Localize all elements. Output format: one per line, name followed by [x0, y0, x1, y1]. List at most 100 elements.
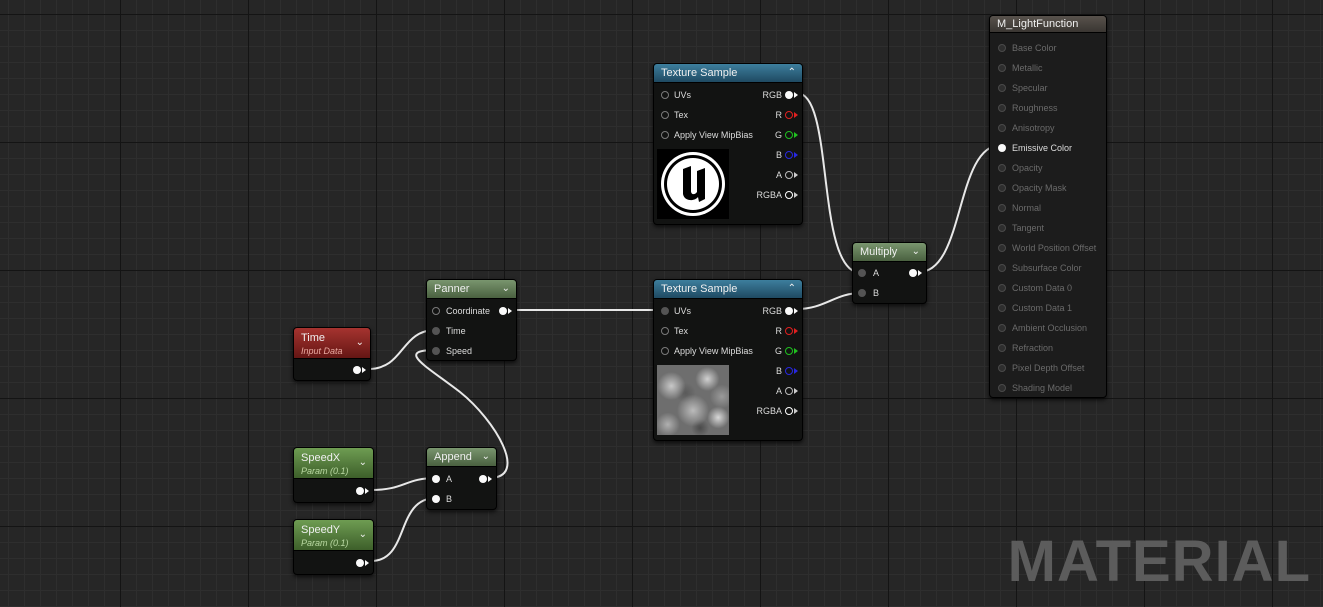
coordinate-input-pin[interactable]: [432, 307, 440, 315]
tex-label: Tex: [674, 110, 689, 120]
r-output-pin[interactable]: [785, 327, 793, 335]
result-output-pin[interactable]: [909, 269, 917, 277]
material-input-label: Opacity: [1012, 163, 1043, 173]
uvs-label: UVs: [674, 90, 692, 100]
pin-arrow-icon: [794, 388, 798, 394]
node-header[interactable]: Panner ⌄: [427, 280, 516, 299]
result-output-pin[interactable]: [479, 475, 487, 483]
collapse-chevron-icon[interactable]: ⌄: [358, 457, 367, 468]
material-input-label: Refraction: [1012, 343, 1054, 353]
speedx-param-node[interactable]: SpeedX Param (0.1) ⌄: [293, 447, 374, 503]
material-input-pin[interactable]: [998, 384, 1006, 392]
value-output-pin[interactable]: [356, 559, 364, 567]
material-input-pin[interactable]: [998, 324, 1006, 332]
g-output-label: G: [774, 130, 782, 140]
append-node[interactable]: Append ⌄ A B: [426, 447, 497, 510]
material-input-pin[interactable]: [998, 124, 1006, 132]
material-input-pin[interactable]: [998, 224, 1006, 232]
material-watermark: MATERIAL: [1007, 529, 1311, 594]
node-header[interactable]: SpeedX Param (0.1) ⌄: [294, 448, 373, 479]
texture-sample-node-2[interactable]: Texture Sample ⌃ UVs Tex Apply View MipB…: [653, 279, 803, 441]
a-input-pin[interactable]: [858, 269, 866, 277]
material-input-pin[interactable]: [998, 284, 1006, 292]
mipbias-label: Apply View MipBias: [674, 346, 753, 356]
material-input-label: Pixel Depth Offset: [1012, 363, 1085, 373]
time-output-pin[interactable]: [353, 366, 361, 374]
texture-preview-thumbnail: [657, 149, 729, 219]
rgb-output-pin[interactable]: [785, 91, 793, 99]
b-output-pin[interactable]: [785, 151, 793, 159]
cloud-noise-icon: [657, 365, 729, 435]
pin-arrow-icon: [794, 92, 798, 98]
speed-input-pin[interactable]: [432, 347, 440, 355]
pin-arrow-icon: [794, 132, 798, 138]
collapse-chevron-icon[interactable]: ⌃: [787, 67, 796, 78]
material-input-pin[interactable]: [998, 364, 1006, 372]
collapse-chevron-icon[interactable]: ⌃: [787, 283, 796, 294]
pin-arrow-icon: [794, 192, 798, 198]
a-input-pin[interactable]: [432, 475, 440, 483]
time-node[interactable]: Time Input Data ⌄: [293, 327, 371, 381]
node-header[interactable]: Texture Sample ⌃: [654, 64, 802, 83]
material-input-pin[interactable]: [998, 244, 1006, 252]
collapse-chevron-icon[interactable]: ⌄: [355, 337, 364, 348]
material-input-pin[interactable]: [998, 184, 1006, 192]
unreal-logo-icon: [661, 152, 725, 216]
b-input-pin[interactable]: [432, 495, 440, 503]
node-subtitle: Param (0.1): [301, 538, 349, 548]
rgba-output-pin[interactable]: [785, 407, 793, 415]
g-output-pin[interactable]: [785, 131, 793, 139]
material-input-pin[interactable]: [998, 164, 1006, 172]
collapse-chevron-icon[interactable]: ⌄: [501, 283, 510, 294]
speedy-param-node[interactable]: SpeedY Param (0.1) ⌄: [293, 519, 374, 575]
pin-arrow-icon: [365, 560, 369, 566]
pin-arrow-icon: [918, 270, 922, 276]
r-output-pin[interactable]: [785, 111, 793, 119]
material-input-pin[interactable]: [998, 264, 1006, 272]
texture-sample-node-1[interactable]: Texture Sample ⌃ UVs Tex Apply View MipB…: [653, 63, 803, 225]
b-input-pin[interactable]: [858, 289, 866, 297]
rgb-output-pin[interactable]: [785, 307, 793, 315]
uvs-input-pin[interactable]: [661, 307, 669, 315]
a-output-label: A: [775, 170, 782, 180]
a-output-pin[interactable]: [785, 171, 793, 179]
g-output-pin[interactable]: [785, 347, 793, 355]
material-input-pin[interactable]: [998, 64, 1006, 72]
material-input-pin[interactable]: [998, 304, 1006, 312]
material-input-pin[interactable]: [998, 144, 1006, 152]
rgba-output-pin[interactable]: [785, 191, 793, 199]
coordinate-label: Coordinate: [446, 306, 491, 316]
collapse-chevron-icon[interactable]: ⌄: [358, 529, 367, 540]
node-title: Texture Sample: [661, 283, 738, 295]
node-header[interactable]: Multiply ⌄: [853, 243, 926, 262]
b-output-pin[interactable]: [785, 367, 793, 375]
node-header[interactable]: Append ⌄: [427, 448, 496, 467]
result-output-pin[interactable]: [499, 307, 507, 315]
node-header[interactable]: M_LightFunction: [990, 16, 1106, 33]
time-input-pin[interactable]: [432, 327, 440, 335]
node-subtitle: Input Data: [301, 346, 343, 356]
material-input-pin[interactable]: [998, 44, 1006, 52]
tex-input-pin[interactable]: [661, 111, 669, 119]
material-input-pin[interactable]: [998, 344, 1006, 352]
tex-input-pin[interactable]: [661, 327, 669, 335]
value-output-pin[interactable]: [356, 487, 364, 495]
mipbias-input-pin[interactable]: [661, 131, 669, 139]
material-input-pin[interactable]: [998, 104, 1006, 112]
collapse-chevron-icon[interactable]: ⌄: [481, 451, 490, 462]
mipbias-input-pin[interactable]: [661, 347, 669, 355]
panner-node[interactable]: Panner ⌄ Coordinate Time Speed: [426, 279, 517, 361]
material-input-label: Metallic: [1012, 63, 1043, 73]
node-header[interactable]: Texture Sample ⌃: [654, 280, 802, 299]
node-header[interactable]: Time Input Data ⌄: [294, 328, 370, 359]
collapse-chevron-icon[interactable]: ⌄: [911, 246, 920, 257]
multiply-node[interactable]: Multiply ⌄ A B: [852, 242, 927, 304]
material-input-pin[interactable]: [998, 84, 1006, 92]
material-input-label: Custom Data 1: [1012, 303, 1073, 313]
material-input-pin[interactable]: [998, 204, 1006, 212]
node-header[interactable]: SpeedY Param (0.1) ⌄: [294, 520, 373, 551]
uvs-input-pin[interactable]: [661, 91, 669, 99]
node-title: Time: [301, 332, 326, 344]
a-output-pin[interactable]: [785, 387, 793, 395]
